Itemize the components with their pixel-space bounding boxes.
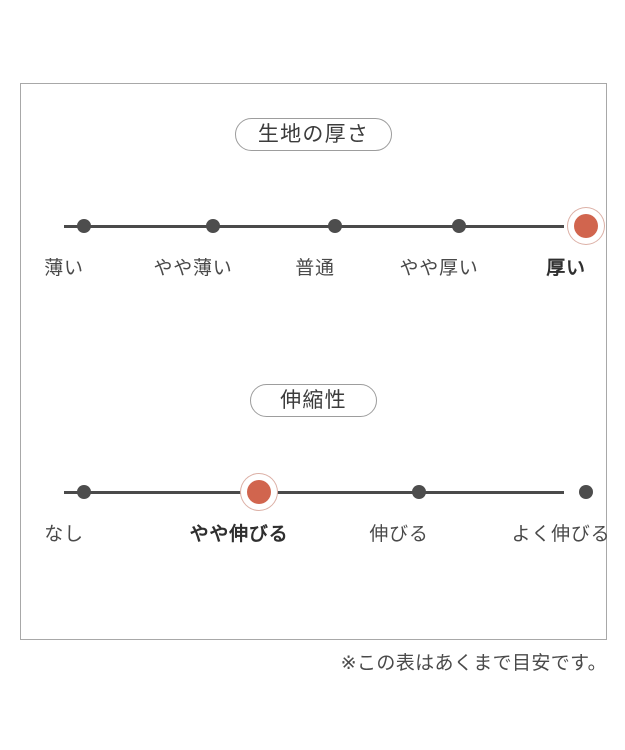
scale-title-wrap-stretch: 伸縮性 [21, 384, 606, 417]
scale-dot-thickness-1[interactable] [77, 219, 91, 233]
scale-label-stretch-3: 伸びる [369, 524, 429, 545]
track-line [64, 224, 564, 228]
scale-dot-thickness-5[interactable] [574, 214, 598, 238]
scale-dot-thickness-3[interactable] [328, 219, 342, 233]
scale-label-stretch-2: やや伸びる [189, 524, 289, 545]
scale-label-thickness-3: 普通 [295, 258, 335, 279]
scale-labels-stretch: なし やや伸びる 伸びる よく伸びる [21, 521, 609, 549]
scale-group-stretch: 伸縮性 なし やや伸びる 伸びる よく伸びる [21, 384, 610, 549]
scale-group-thickness: 生地の厚さ 薄い やや薄い 普通 やや厚い 厚い [21, 118, 606, 283]
scale-label-stretch-1: なし [44, 524, 84, 545]
scale-title-wrap-thickness: 生地の厚さ [21, 118, 606, 151]
track-line [64, 490, 564, 494]
scale-title-thickness: 生地の厚さ [234, 118, 393, 151]
fabric-spec-frame: 生地の厚さ 薄い やや薄い 普通 やや厚い 厚い 伸縮性 [20, 83, 610, 640]
scale-label-thickness-1: 薄い [44, 258, 84, 279]
scale-title-stretch: 伸縮性 [250, 384, 377, 417]
scale-label-thickness-2: やや薄い [153, 258, 233, 279]
scale-dot-stretch-3[interactable] [412, 485, 426, 499]
scale-dot-thickness-4[interactable] [452, 219, 466, 233]
scale-labels-thickness: 薄い やや薄い 普通 やや厚い 厚い [21, 255, 606, 283]
scale-track-thickness[interactable] [21, 203, 606, 249]
scale-dot-stretch-1[interactable] [77, 485, 91, 499]
scale-label-stretch-4: よく伸びる [511, 524, 611, 545]
scale-label-thickness-4: やや厚い [399, 258, 479, 279]
scale-label-thickness-5: 厚い [546, 258, 586, 279]
scale-dot-stretch-2[interactable] [247, 480, 271, 504]
scale-dot-stretch-4[interactable] [579, 485, 593, 499]
scale-dot-thickness-2[interactable] [206, 219, 220, 233]
scale-track-stretch[interactable] [21, 469, 606, 515]
disclaimer-note: ※この表はあくまで目安です。 [340, 653, 607, 674]
